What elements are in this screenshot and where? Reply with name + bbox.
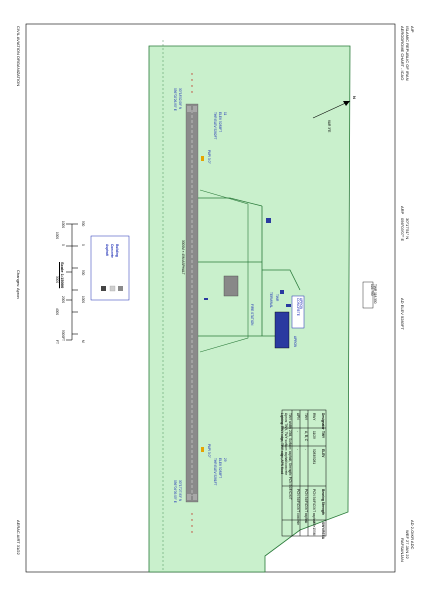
table-header-twy: TWY [321, 431, 325, 439]
table-r0-c0: RWY [312, 413, 316, 421]
table-r1-c1: A, B, C [304, 431, 308, 442]
scale-m-tick-3: 1000 [81, 296, 85, 304]
table-r2-c1: - [296, 431, 300, 433]
scale-bar [66, 223, 78, 341]
table-r0-c1: 11/29 [312, 431, 316, 439]
rwy11-thr: THR ELEV 5282FT [213, 112, 217, 140]
legend-concrete: Concrete [110, 244, 114, 258]
frequency-box [362, 281, 374, 309]
legend-asphalt-swatch [118, 286, 123, 291]
table-note-2: Lighting: RWY edge, TWY edge, APN flood [280, 413, 284, 474]
table-r0-c2: 5283/5281 [312, 449, 316, 465]
legend-asphalt: Asphalt [105, 244, 109, 256]
table-header-elev: ELEV [321, 449, 325, 458]
magnetic-variation: VAR 3°E [327, 120, 331, 133]
rwy29-thr: THR ELEV 5281FT [213, 458, 217, 486]
scale-ft-tick-5: 4000 [55, 308, 59, 316]
table-header-strength: Bearing Strength [321, 489, 325, 515]
scale-m-unit: M [81, 340, 85, 343]
rwy29-elev: ELEV 5283FT [218, 458, 222, 479]
footer-org: CIVIL AVIATION ORGANIZATION [16, 26, 21, 87]
papi-11-icon [201, 156, 204, 161]
papi-29-icon [201, 447, 204, 452]
rwy11-elev: ELEV 5283FT [218, 112, 222, 133]
table-r0-c3: PCN 54/F/C/X/T asphalt [312, 489, 316, 524]
ad-reference: AD 2-OIKR ADC [410, 520, 415, 550]
scale-m-tick-0: 500 [81, 221, 85, 227]
threshold-markings-29 [187, 494, 197, 500]
aip-label: AIP [410, 26, 415, 33]
footer-changes: Changes: Apron [16, 270, 21, 299]
apron-detail-label: APRON CONCRETE [295, 298, 303, 316]
terminal-label: TERMINAL [269, 292, 273, 309]
building-small-1 [266, 218, 271, 223]
scale-ft-unit: FT [55, 340, 59, 344]
scale-ft-tick-0: 1000 [61, 221, 65, 229]
north-label: N [352, 96, 357, 99]
scale-m-tick-1: 0 [81, 244, 85, 246]
aerodrome-name: RAFSANJAN [400, 538, 405, 562]
threshold-markings-11 [187, 106, 197, 112]
building-small-4 [204, 298, 208, 300]
rwy11-papi: PAPI 3.0° [207, 150, 211, 164]
scale-ft-tick-3: 2000 [61, 296, 65, 304]
table-r2-c3: PCN 54/F/C/X/T concrete [296, 489, 300, 526]
arp-lat: 30°17'51" N [405, 218, 410, 240]
apron-area [274, 311, 290, 349]
fence-line [199, 189, 249, 353]
approach-lights-29 [191, 513, 193, 533]
building-small-2 [280, 290, 284, 294]
rwy11-coord2: 056°02'26.90" E [173, 88, 177, 111]
taxiways [198, 197, 301, 337]
table-r2-c0: APN [296, 413, 300, 420]
apron-detail-box [291, 295, 305, 329]
fire-station-label: FIRE STATION [250, 304, 254, 326]
runway-data-table [281, 409, 327, 537]
twr-label: TWR [275, 294, 279, 302]
table-header-designator: Designator [321, 413, 325, 430]
arp-lon: 056°03'07" E [400, 218, 405, 242]
rwy11-coord1: 30°18'02.08" N [178, 88, 182, 110]
scale-ft-tick-1: 0 [61, 244, 65, 246]
table-note-1: Apron: TWY, TWY surface: asphalt/concret… [284, 413, 288, 476]
table-r2-c2: - [296, 449, 300, 451]
table-r2-c4: - [296, 522, 300, 524]
rwy29-coord2: 056°04'09.05" E [173, 480, 177, 503]
scale-m-tick-2: 500 [81, 270, 85, 276]
apron-label: APRON [293, 336, 297, 348]
chart-title: AERODROME CHART - ICAO [400, 26, 405, 81]
scale-ft-tick-6: 5000FT [61, 330, 65, 341]
scale-ft-tick-4: 3000 [55, 276, 59, 284]
building-small-3 [286, 304, 291, 307]
table-r1-c3: PCN 54/F/C/X/T asphalt [304, 489, 308, 524]
table-r1-c4: - [304, 522, 308, 524]
north-arrow-icon [312, 100, 351, 119]
table-r0-c4: 60×150M [312, 522, 316, 536]
terminal-building [223, 275, 239, 297]
scale-title: Scale 1:15000 [60, 262, 65, 289]
rwy29-designator: 29 [223, 458, 227, 462]
twr-frequency: TWR 118.300 122.700 [369, 284, 377, 304]
table-r1-c2: - [304, 449, 308, 451]
rwy11-designator: 11 [223, 112, 227, 116]
approach-lights-11 [191, 73, 193, 93]
arp-label: ARP [400, 206, 405, 215]
legend-building: Building [115, 244, 119, 257]
legend-concrete-swatch [109, 285, 116, 292]
ad-elevation: AD ELEV 5283FT [400, 298, 405, 330]
country-label: ISLAMIC REPUBLIC OF IRAN [405, 26, 410, 81]
table-header-swy: SWY/RESA [321, 522, 325, 540]
table-note-0: TWY width: 23M, Surface: asphalt, Streng… [288, 413, 292, 500]
rwy29-papi: PAPI 3.0° [207, 444, 211, 458]
legend-building-swatch [101, 286, 106, 291]
table-r1-c0: TWY [304, 413, 308, 421]
rwy29-coord1: 30°17'27.93" N [178, 480, 182, 502]
effective-date: WEF 27 JAN 22 [405, 530, 410, 559]
scale-ft-tick-2: 1000 [55, 232, 59, 240]
runway-label: 3000M × 45M ASPHALT [181, 240, 185, 275]
footer-ref: AERAC AIRT 31/22 [16, 520, 21, 555]
